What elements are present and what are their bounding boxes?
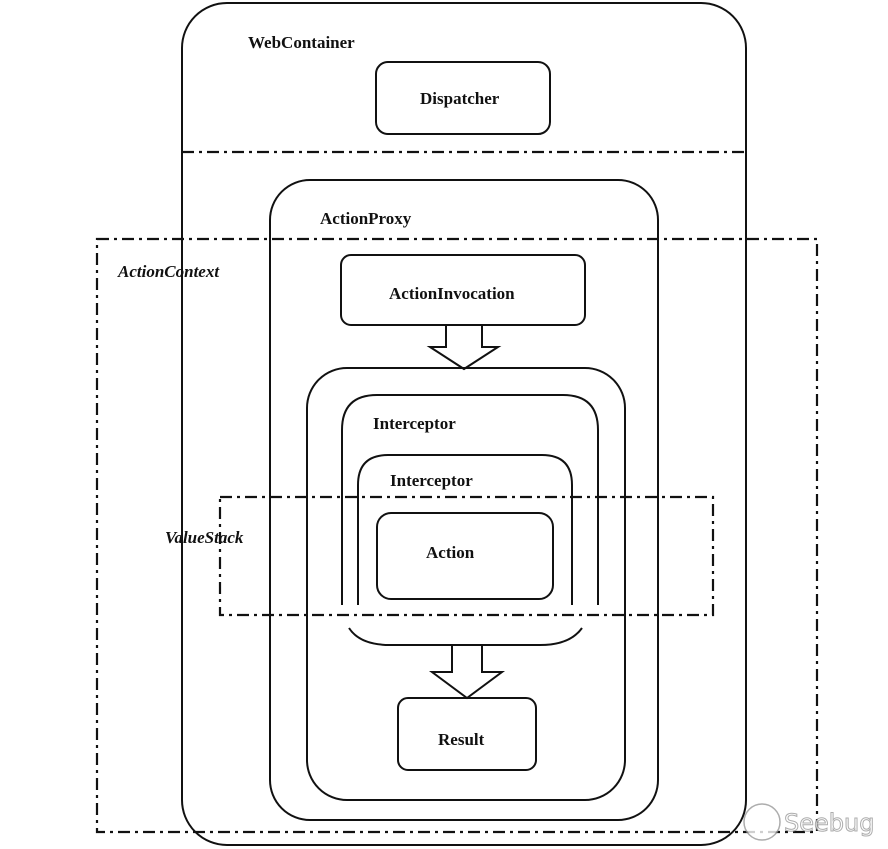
action-proxy-label: ActionProxy [320, 209, 412, 228]
value-stack-label: ValueStack [165, 528, 244, 547]
interceptor-inner-box [357, 454, 573, 605]
action-proxy-box [269, 179, 659, 821]
seebug-logo-icon [743, 803, 781, 841]
value-stack-region [218, 495, 715, 617]
svg-text:Seebug: Seebug [784, 809, 874, 837]
arrow-down-icon [426, 324, 502, 371]
seebug-watermark: Seebug [743, 803, 875, 841]
interceptor-outer-label: Interceptor [373, 414, 456, 433]
result-label: Result [438, 730, 485, 749]
interceptor-inner-label: Interceptor [390, 471, 473, 490]
action-context-label: ActionContext [117, 262, 220, 281]
dispatcher-box [375, 61, 551, 135]
web-container-label: WebContainer [248, 33, 355, 52]
interceptor-outer-box [341, 394, 599, 605]
action-box [376, 512, 554, 600]
dispatcher-label: Dispatcher [420, 89, 500, 108]
action-label: Action [426, 543, 475, 562]
action-context-region [95, 237, 819, 834]
invocation-chain-box [306, 367, 626, 801]
result-box [397, 697, 537, 771]
web-container-box [181, 2, 747, 846]
arrow-down-icon [428, 644, 506, 700]
interceptor-bottom-curve [348, 627, 583, 646]
action-invocation-label: ActionInvocation [389, 284, 515, 303]
